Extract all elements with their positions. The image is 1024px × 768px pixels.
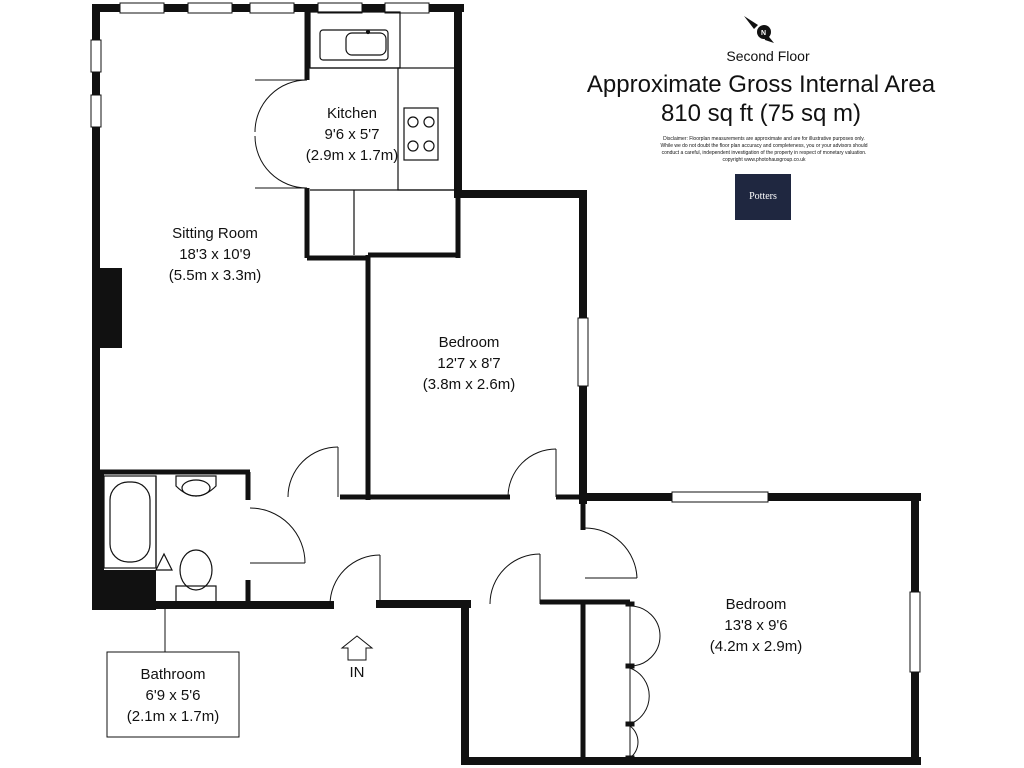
bathroom-corner-block [92, 570, 156, 610]
room-imperial: 9'6 x 5'7 [325, 126, 380, 143]
bathroom-door [249, 507, 306, 564]
bedroom-2-door [584, 527, 638, 579]
room-name: Bedroom [726, 596, 787, 613]
room-name: Kitchen [327, 105, 377, 122]
bathroom-fittings [103, 475, 217, 603]
disclaimer-line: conduct a careful, independent investiga… [662, 150, 867, 156]
disclaimer-line: copyright www.photohausgroup.co.uk [722, 157, 806, 163]
windows [90, 2, 921, 673]
room-name: Bedroom [439, 334, 500, 351]
room-imperial: 18'3 x 10'9 [179, 246, 251, 263]
area-title: Approximate Gross Internal Area [587, 71, 936, 98]
kitchen-fittings [309, 11, 457, 255]
room-metric: (5.5m x 3.3m) [169, 267, 262, 284]
area-value: 810 sq ft (75 sq m) [661, 100, 861, 127]
disclaimer-line: While we do not doubt the floor plan acc… [660, 143, 867, 149]
disclaimer: Disclaimer: Floorplan measurements are a… [660, 136, 867, 163]
wardrobe [625, 601, 661, 761]
entrance-arrow-icon [340, 635, 374, 661]
entrance-label: IN [350, 664, 365, 681]
room-imperial: 12'7 x 8'7 [437, 355, 500, 372]
internal-walls [96, 10, 630, 761]
room-metric: (2.9m x 1.7m) [306, 147, 399, 164]
room-label-kitchen: Kitchen 9'6 x 5'7 (2.9m x 1.7m) [306, 105, 399, 164]
room-label-bedroom-2: Bedroom 13'8 x 9'6 (4.2m x 2.9m) [710, 596, 803, 655]
room-name: Bathroom [140, 666, 205, 683]
bedroom-1-door [507, 448, 557, 498]
chimney-breast [96, 268, 122, 348]
logo-text: Potters [749, 191, 777, 202]
room-metric: (4.2m x 2.9m) [710, 638, 803, 655]
room-name: Sitting Room [172, 225, 258, 242]
room-metric: (2.1m x 1.7m) [127, 708, 220, 725]
room-metric: (3.8m x 2.6m) [423, 376, 516, 393]
closet-door [489, 553, 541, 605]
room-label-bathroom: Bathroom 6'9 x 5'6 (2.1m x 1.7m) [127, 666, 220, 725]
bathroom-label-box [106, 651, 240, 738]
kitchen-door [254, 79, 308, 189]
entrance-door [329, 554, 381, 606]
compass-rose: N [744, 16, 774, 43]
room-label-bedroom-1: Bedroom 12'7 x 8'7 (3.8m x 2.6m) [423, 334, 516, 393]
compass-north-label: N [761, 30, 766, 37]
room-imperial: 6'9 x 5'6 [146, 687, 201, 704]
agent-logo: Potters [735, 174, 791, 220]
disclaimer-line: Disclaimer: Floorplan measurements are a… [663, 136, 865, 142]
room-label-sitting-room: Sitting Room 18'3 x 10'9 (5.5m x 3.3m) [169, 225, 262, 284]
sitting-room-door [287, 446, 339, 498]
floor-label: Second Floor [726, 48, 810, 64]
room-imperial: 13'8 x 9'6 [724, 617, 787, 634]
